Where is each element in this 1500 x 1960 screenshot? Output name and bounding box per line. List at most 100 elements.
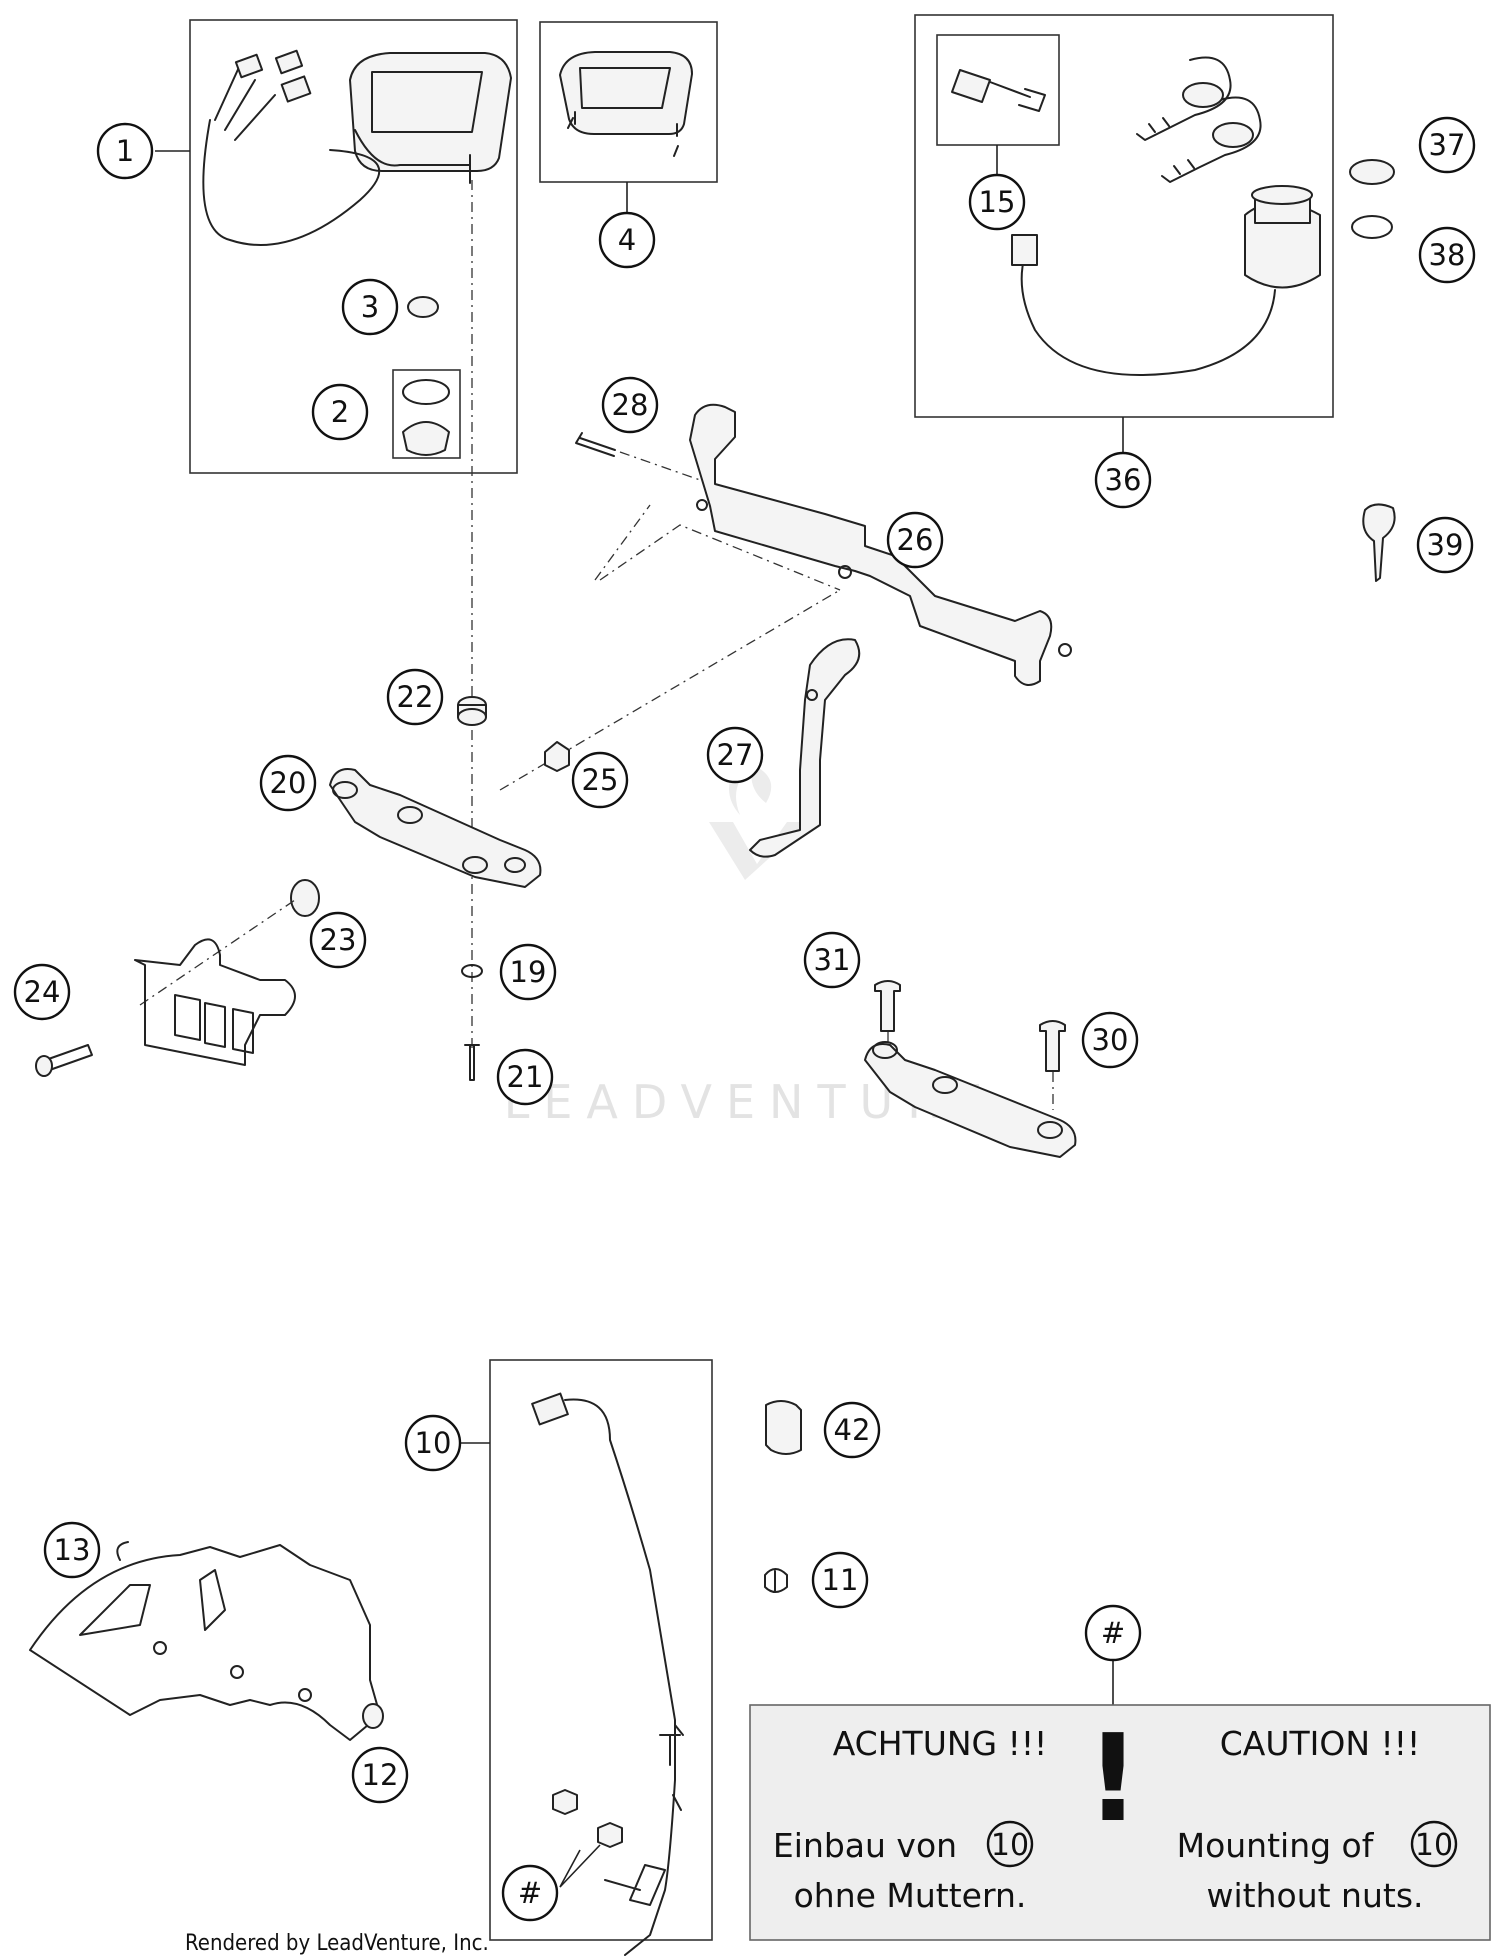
- callout-4: 4: [598, 211, 656, 269]
- callout-26: 26: [886, 511, 944, 569]
- part-21-screw: [464, 1044, 480, 1081]
- part-nut-2: [597, 1822, 623, 1848]
- part-42-clip: [765, 1400, 802, 1455]
- svg-text:15: 15: [979, 185, 1016, 219]
- english-ref: 10: [1415, 1828, 1453, 1863]
- svg-text:42: 42: [834, 1413, 871, 1447]
- german-title: ACHTUNG !!!: [833, 1724, 1048, 1763]
- part-28-bolt: [575, 432, 616, 457]
- part-27-bracket: [749, 638, 861, 858]
- callout-22: 22: [386, 668, 444, 726]
- callout-12: 12: [351, 1746, 409, 1804]
- callout-38: 38: [1418, 226, 1476, 284]
- english-title: CAUTION !!!: [1220, 1724, 1421, 1763]
- svg-text:26: 26: [897, 523, 934, 557]
- svg-text:20: 20: [270, 766, 307, 800]
- exclamation-mark: !: [1086, 1710, 1141, 1849]
- svg-text:10: 10: [415, 1426, 452, 1460]
- callout-hash-note: #: [1084, 1604, 1142, 1662]
- callout-24: 24: [13, 963, 71, 1021]
- callout-hash-nuts: #: [501, 1864, 559, 1922]
- speedometer-part: [202, 49, 512, 246]
- callout-25: 25: [571, 751, 629, 809]
- svg-text:37: 37: [1429, 128, 1466, 162]
- callout-42: 42: [823, 1401, 881, 1459]
- svg-text:30: 30: [1092, 1023, 1129, 1057]
- callout-37: 37: [1418, 116, 1476, 174]
- part-10-sensor-cable: [531, 1392, 684, 1956]
- callout-30: 30: [1081, 1011, 1139, 1069]
- svg-text:19: 19: [510, 955, 547, 989]
- english-line2: without nuts.: [1207, 1876, 1424, 1915]
- part-38-washer: [1351, 215, 1393, 239]
- svg-text:22: 22: [397, 680, 434, 714]
- svg-text:25: 25: [582, 763, 619, 797]
- part-25-sleeve: [544, 741, 570, 772]
- part-12-spacer: [362, 1703, 384, 1729]
- svg-text:38: 38: [1429, 238, 1466, 272]
- german-line1: Einbau von: [773, 1826, 957, 1865]
- svg-text:36: 36: [1105, 463, 1142, 497]
- svg-text:27: 27: [717, 738, 754, 772]
- callout-10: 10: [404, 1414, 462, 1472]
- svg-text:39: 39: [1427, 528, 1464, 562]
- callout-31: 31: [803, 931, 861, 989]
- part-31-bolt: [874, 980, 901, 1032]
- caution-note: ACHTUNG !!! CAUTION !!! ! Einbau von 10 …: [749, 1660, 1491, 1941]
- part-11-clip: [764, 1568, 788, 1593]
- part-39-key: [1362, 503, 1396, 582]
- part-30-bolt: [1039, 1020, 1066, 1072]
- callout-21: 21: [496, 1048, 554, 1106]
- group-box-10: [489, 1359, 713, 1941]
- callout-1: 1: [96, 122, 154, 180]
- part-37-nut: [1349, 159, 1395, 185]
- svg-text:21: 21: [507, 1060, 544, 1094]
- callout-2: 2: [311, 383, 369, 441]
- part-19-washer: [461, 964, 483, 978]
- ignition-switch-part: [1011, 185, 1321, 376]
- callout-39: 39: [1416, 516, 1474, 574]
- group-box-1: [189, 19, 518, 474]
- part-13-disc: [29, 1541, 381, 1741]
- svg-text:12: 12: [362, 1758, 399, 1792]
- part-22-grommet: [457, 696, 487, 726]
- callout-15: 15: [968, 173, 1026, 231]
- callout-11: 11: [811, 1551, 869, 1609]
- callout-20: 20: [259, 754, 317, 812]
- svg-text:11: 11: [822, 1563, 859, 1597]
- svg-text:1: 1: [116, 134, 134, 168]
- part-24-plate: [35, 938, 296, 1077]
- callout-19: 19: [499, 943, 557, 1001]
- footer-credit: Rendered by LeadVenture, Inc.: [185, 1931, 489, 1956]
- svg-text:31: 31: [814, 943, 851, 977]
- callout-36: 36: [1094, 451, 1152, 509]
- svg-text:4: 4: [618, 223, 636, 257]
- svg-text:24: 24: [24, 975, 61, 1009]
- callout-28: 28: [601, 376, 659, 434]
- svg-text:2: 2: [331, 395, 349, 429]
- caution-box: [749, 1704, 1491, 1941]
- svg-text:28: 28: [612, 388, 649, 422]
- part-20-clamp: [329, 768, 542, 888]
- callout-13: 13: [43, 1521, 101, 1579]
- svg-text:#: #: [518, 1876, 542, 1910]
- svg-text:23: 23: [320, 923, 357, 957]
- part-nut-1: [552, 1789, 578, 1815]
- lower-clamp-part: [864, 1041, 1077, 1158]
- keys-part: [1136, 56, 1262, 183]
- part-2-gasket: [402, 379, 450, 405]
- english-line1: Mounting of: [1177, 1826, 1375, 1865]
- svg-text:#: #: [1101, 1616, 1125, 1650]
- lock-cylinder-part: [951, 69, 1046, 112]
- part-2-holder: [402, 421, 450, 456]
- callout-23: 23: [309, 911, 367, 969]
- group-box-4: [539, 21, 718, 183]
- group-box-36: [914, 14, 1334, 418]
- part-3-cap: [407, 296, 439, 318]
- german-line2: ohne Muttern.: [794, 1876, 1027, 1915]
- svg-text:13: 13: [54, 1533, 91, 1567]
- part-23-grommet: [290, 879, 320, 917]
- part-26-bracket: [689, 403, 1072, 686]
- german-ref: 10: [991, 1828, 1029, 1863]
